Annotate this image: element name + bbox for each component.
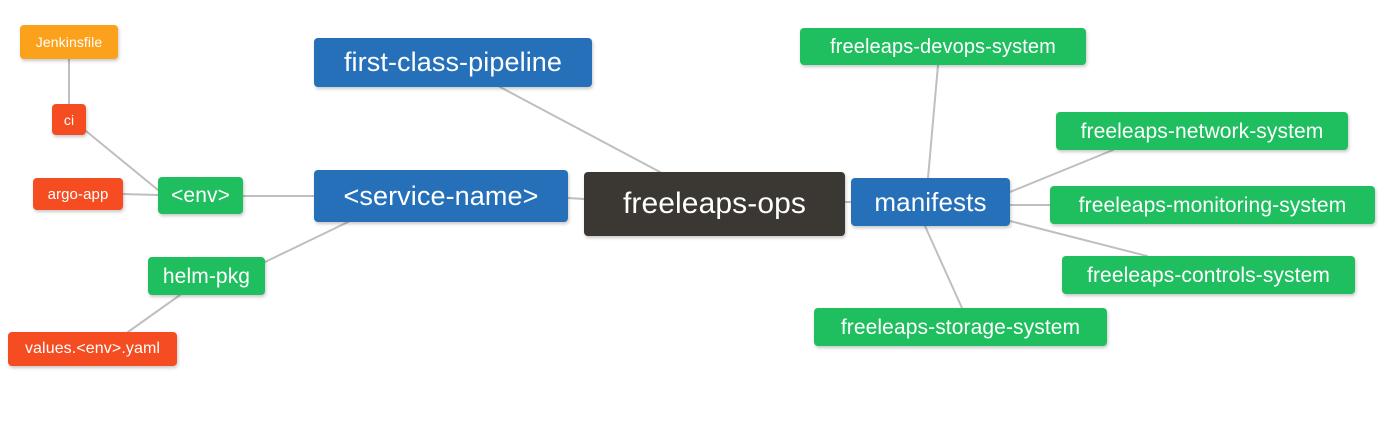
edge-argo-app-to-env [122,193,159,196]
edge-helm-pkg-to-service-name [264,221,349,263]
node-freeleaps-ops[interactable]: freeleaps-ops [584,172,845,236]
node-label-env: <env> [171,184,230,207]
node-first-class-pipeline[interactable]: first-class-pipeline [314,38,592,87]
node-label-service-name: <service-name> [343,180,539,211]
edge-first-class-pipeline-to-freeleaps-ops [499,86,661,173]
node-label-controls-system: freeleaps-controls-system [1087,263,1330,287]
node-argo-app[interactable]: argo-app [33,178,123,210]
node-helm-pkg[interactable]: helm-pkg [148,257,265,295]
node-label-network-system: freeleaps-network-system [1080,119,1324,143]
node-label-monitoring-system: freeleaps-monitoring-system [1078,193,1347,217]
node-ci[interactable]: ci [52,104,86,135]
node-devops-system[interactable]: freeleaps-devops-system [800,28,1086,65]
edge-manifests-to-devops-system [927,64,939,179]
node-storage-system[interactable]: freeleaps-storage-system [814,308,1107,346]
edge-manifests-to-storage-system [924,225,963,309]
node-service-name[interactable]: <service-name> [314,170,568,222]
node-controls-system[interactable]: freeleaps-controls-system [1062,256,1355,294]
edge-service-name-to-freeleaps-ops [567,197,585,200]
edge-manifests-to-controls-system [1009,220,1148,257]
node-label-storage-system: freeleaps-storage-system [840,315,1081,339]
node-label-devops-system: freeleaps-devops-system [830,35,1056,58]
node-label-freeleaps-ops: freeleaps-ops [622,187,807,220]
node-env[interactable]: <env> [158,177,243,214]
node-jenkinsfile[interactable]: Jenkinsfile [20,25,118,59]
node-label-helm-pkg: helm-pkg [162,264,251,288]
node-monitoring-system[interactable]: freeleaps-monitoring-system [1050,186,1375,224]
node-label-argo-app: argo-app [47,185,109,203]
node-label-ci: ci [63,111,75,128]
node-values-yaml[interactable]: values.<env>.yaml [8,332,177,366]
node-label-jenkinsfile: Jenkinsfile [35,34,103,50]
edge-values-yaml-to-helm-pkg [127,294,181,333]
node-network-system[interactable]: freeleaps-network-system [1056,112,1348,150]
node-label-first-class-pipeline: first-class-pipeline [343,47,563,77]
node-manifests[interactable]: manifests [851,178,1010,226]
node-label-manifests: manifests [874,187,987,217]
node-label-values-yaml: values.<env>.yaml [24,340,161,357]
